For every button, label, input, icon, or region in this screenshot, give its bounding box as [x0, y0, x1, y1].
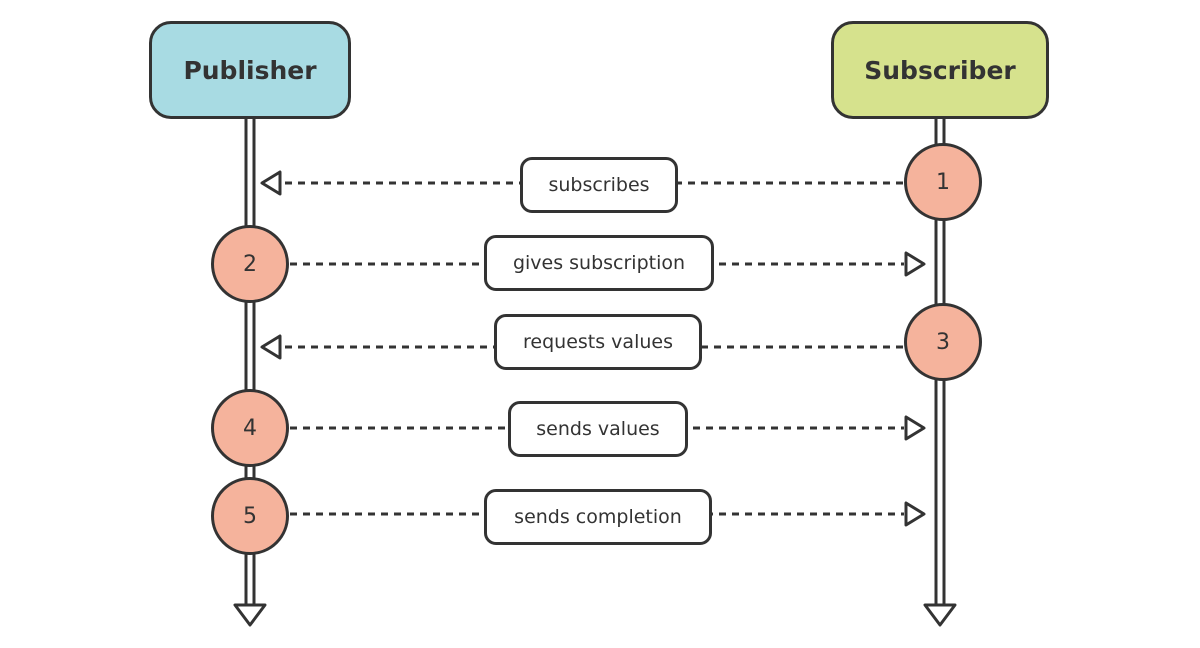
message-label-2: gives subscription: [484, 235, 714, 291]
message-label-text: sends completion: [514, 506, 682, 528]
subscriber-label: Subscriber: [864, 55, 1016, 85]
message-label-1: subscribes: [520, 157, 678, 213]
publisher-lifeline-arrowhead: [233, 603, 267, 627]
step-circle-2: 2: [211, 225, 289, 303]
message-label-text: gives subscription: [512, 252, 686, 274]
message-label-5: sends completion: [484, 489, 712, 545]
step-circle-3: 3: [904, 303, 982, 381]
publisher-label: Publisher: [183, 55, 317, 85]
message-label-text: subscribes: [548, 174, 650, 196]
arrowhead-right: [904, 251, 926, 277]
step-circle-4: 4: [211, 389, 289, 467]
message-label-3: requests values: [494, 314, 702, 370]
message-arrow-5: [290, 501, 926, 527]
arrowhead-left: [260, 170, 282, 196]
arrowhead-right: [904, 501, 926, 527]
publisher-box: Publisher: [149, 21, 351, 119]
subscriber-lifeline-arrowhead: [923, 603, 957, 627]
subscriber-box: Subscriber: [831, 21, 1049, 119]
message-label-text: sends values: [536, 418, 660, 440]
arrowhead-right: [904, 415, 926, 441]
step-number: 1: [936, 169, 950, 195]
step-number: 2: [243, 251, 257, 277]
message-arrow-1: [260, 170, 903, 196]
step-number: 4: [243, 415, 257, 441]
step-number: 3: [936, 329, 950, 355]
step-circle-1: 1: [904, 143, 982, 221]
arrowhead-left: [260, 334, 282, 360]
step-number: 5: [243, 503, 257, 529]
message-label-text: requests values: [523, 331, 673, 353]
message-arrow-4: [290, 415, 926, 441]
message-label-4: sends values: [508, 401, 688, 457]
message-arrow-3: [260, 334, 903, 360]
message-arrow-2: [290, 251, 926, 277]
step-circle-5: 5: [211, 477, 289, 555]
